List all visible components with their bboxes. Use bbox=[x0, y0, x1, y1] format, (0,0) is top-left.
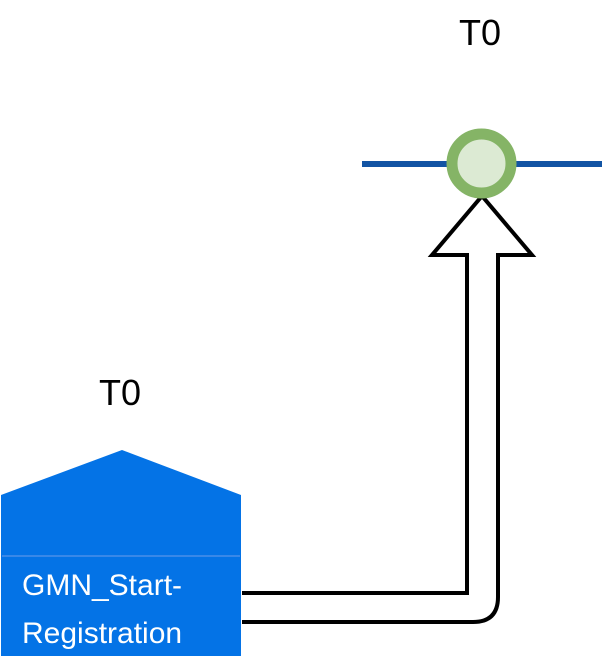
start-node-shape[interactable] bbox=[1, 450, 241, 656]
bottom-node-label: T0 bbox=[99, 372, 141, 413]
start-node-name-line2: Registration bbox=[22, 617, 182, 650]
place-circle[interactable] bbox=[446, 128, 517, 199]
top-node-label: T0 bbox=[459, 12, 501, 53]
start-node-name-line1: GMN_Start- bbox=[22, 569, 182, 602]
flow-arrow[interactable] bbox=[242, 192, 537, 624]
